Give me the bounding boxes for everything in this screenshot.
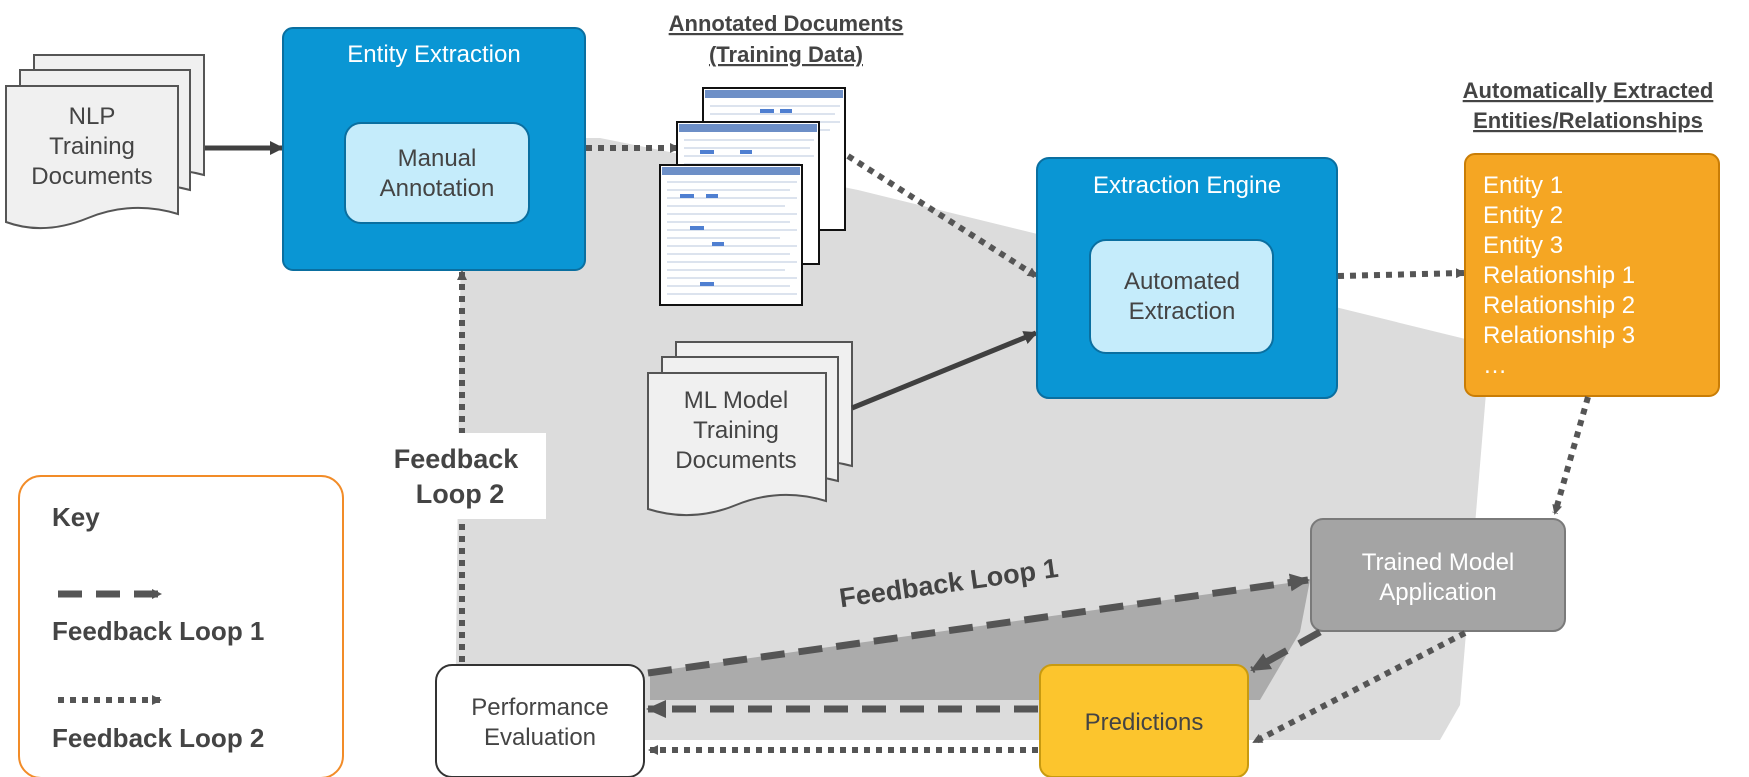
ml-docs-line-1: ML Model bbox=[684, 387, 788, 414]
entity-extraction-box: Entity Extraction Manual Annotation bbox=[282, 27, 586, 271]
extracted-item-3: Entity 3 bbox=[1483, 232, 1563, 259]
extracted-heading-2: Entities/Relationships bbox=[1473, 108, 1703, 133]
extraction-engine-box: Extraction Engine Automated Extraction bbox=[1036, 157, 1338, 399]
extracted-heading-1: Automatically Extracted bbox=[1463, 78, 1714, 103]
ml-to-engine-arrow bbox=[851, 330, 1038, 411]
loop2-label-line-2: Loop 2 bbox=[416, 479, 505, 509]
extracted-item-2: Entity 2 bbox=[1483, 202, 1563, 229]
loop2-label-bg bbox=[382, 433, 546, 519]
manual-annotation-box bbox=[344, 122, 530, 224]
performance-line-2: Evaluation bbox=[484, 724, 596, 751]
predictions-box: Predictions bbox=[1039, 664, 1249, 777]
automated-extraction-line-1: Automated bbox=[1124, 268, 1240, 295]
key-loop1-label: Feedback Loop 1 bbox=[52, 616, 264, 646]
nlp-training-documents: NLP Training Documents bbox=[5, 54, 205, 230]
automated-extraction-box bbox=[1089, 239, 1274, 354]
extracted-item-5: Relationship 2 bbox=[1483, 292, 1635, 319]
extraction-engine-title: Extraction Engine bbox=[1093, 172, 1281, 199]
annotated-docs-heading-1: Annotated Documents bbox=[669, 11, 904, 36]
loop2-label-line-1: Feedback bbox=[394, 444, 520, 474]
key-title: Key bbox=[52, 502, 100, 532]
manual-annotation-line-1: Manual bbox=[398, 145, 477, 172]
loop1-model-to-predictions-arrow bbox=[1250, 628, 1322, 674]
extracted-item-6: Relationship 3 bbox=[1483, 322, 1635, 349]
key-legend: Key Feedback Loop 1 Feedback Loop 2 bbox=[18, 475, 344, 777]
ml-docs-line-2: Training bbox=[693, 417, 779, 444]
entity-extraction-title: Entity Extraction bbox=[347, 41, 520, 68]
nlp-docs-line-3: Documents bbox=[31, 163, 152, 190]
trained-model-box: Trained Model Application bbox=[1310, 518, 1566, 632]
loop2-model-to-predictions-arrow bbox=[1252, 630, 1467, 745]
ml-docs-line-3: Documents bbox=[675, 447, 796, 474]
performance-evaluation-box: Performance Evaluation bbox=[435, 664, 645, 777]
loop1-eval-to-model-arrow bbox=[647, 573, 1310, 677]
trained-model-line-2: Application bbox=[1379, 579, 1496, 606]
annotated-documents-stack bbox=[659, 87, 846, 306]
nlp-docs-line-1: NLP bbox=[69, 103, 116, 130]
ml-training-documents: ML Model Training Documents bbox=[647, 341, 853, 517]
manual-annotation-line-2: Annotation bbox=[380, 175, 495, 202]
annotated-docs-heading-2: (Training Data) bbox=[709, 42, 863, 67]
performance-line-1: Performance bbox=[471, 694, 608, 721]
trained-model-line-1: Trained Model bbox=[1362, 549, 1515, 576]
key-loop2-label: Feedback Loop 2 bbox=[52, 723, 264, 753]
extracted-entities-box: Entity 1 Entity 2 Entity 3 Relationship … bbox=[1464, 153, 1720, 397]
extracted-to-model-arrow bbox=[1552, 396, 1591, 515]
annotated-doc-front bbox=[659, 164, 803, 306]
predictions-label: Predictions bbox=[1085, 709, 1204, 736]
nlp-docs-line-2: Training bbox=[49, 133, 135, 160]
extracted-item-7: … bbox=[1483, 352, 1507, 379]
extracted-item-1: Entity 1 bbox=[1483, 172, 1563, 199]
engine-to-extracted-arrow bbox=[1337, 268, 1466, 279]
automated-extraction-line-2: Extraction bbox=[1129, 298, 1236, 325]
extracted-item-4: Relationship 1 bbox=[1483, 262, 1635, 289]
annotated-to-engine-arrow bbox=[846, 153, 1038, 279]
